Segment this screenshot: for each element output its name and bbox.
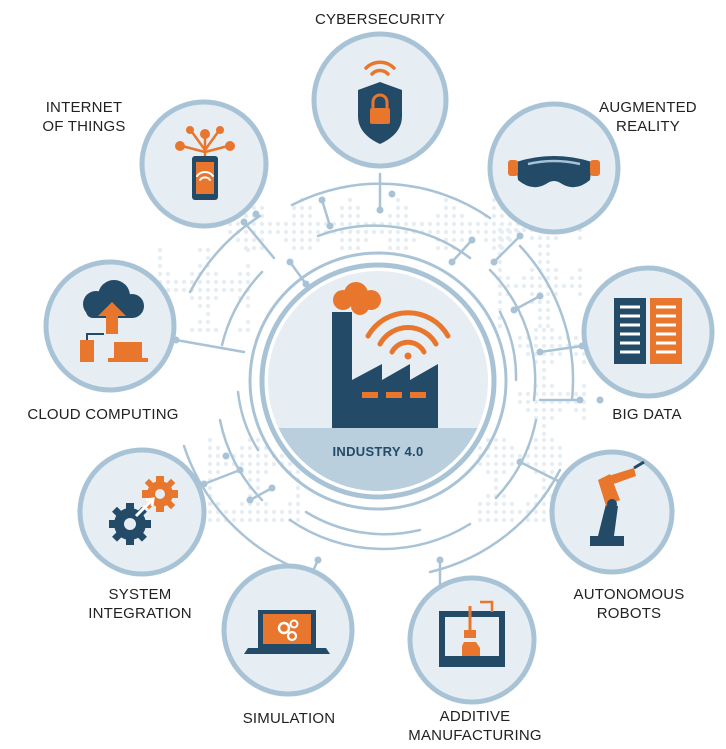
robot-arm-icon — [590, 460, 645, 546]
node-label-big-data: BIG DATA — [612, 406, 681, 423]
node-autonomous-robots: AUTONOMOUS ROBOTS — [549, 449, 685, 622]
node-augmented-reality: AUGMENTED REALITY — [487, 99, 697, 235]
node-label-augmented-reality-1: AUGMENTED — [599, 99, 697, 116]
factory-icon — [332, 282, 451, 428]
node-label-autonomous-robots-2: ROBOTS — [597, 605, 662, 622]
node-label-additive-manufacturing-1: ADDITIVE — [440, 708, 511, 725]
laptop-gears-icon — [244, 610, 330, 654]
circuit-lines — [174, 172, 584, 620]
node-cloud-computing: CLOUD COMPUTING — [27, 259, 178, 423]
node-label-simulation: SIMULATION — [243, 710, 336, 727]
node-cybersecurity: CYBERSECURITY — [311, 11, 449, 169]
node-simulation: SIMULATION — [221, 563, 355, 727]
node-label-internet-of-things-1: INTERNET — [46, 99, 123, 116]
industry-4-hub: INDUSTRY 4.0 — [259, 262, 497, 500]
node-label-internet-of-things-2: OF THINGS — [42, 118, 125, 135]
node-label-additive-manufacturing-2: MANUFACTURING — [408, 727, 541, 744]
cloud-upload-icon — [80, 280, 148, 362]
node-label-cybersecurity: CYBERSECURITY — [315, 11, 445, 28]
vr-headset-icon — [508, 156, 600, 188]
node-big-data: BIG DATA — [581, 265, 715, 423]
node-label-autonomous-robots-1: AUTONOMOUS — [574, 586, 685, 603]
gears-icon — [109, 476, 178, 545]
server-rack-icon — [614, 298, 682, 364]
node-label-augmented-reality-2: REALITY — [616, 118, 680, 135]
node-label-system-integration-2: INTEGRATION — [88, 605, 192, 622]
node-internet-of-things: INTERNET OF THINGS — [42, 99, 269, 229]
3d-printer-icon — [439, 600, 505, 667]
node-system-integration: SYSTEM INTEGRATION — [77, 447, 207, 622]
phone-network-icon — [175, 126, 235, 200]
outer-nodes: CYBERSECURITY AUGMENTED REALITY — [27, 11, 715, 744]
node-label-cloud-computing: CLOUD COMPUTING — [27, 406, 178, 423]
node-label-system-integration-1: SYSTEM — [109, 586, 172, 603]
node-additive-manufacturing: ADDITIVE MANUFACTURING — [407, 575, 542, 744]
shield-lock-icon — [358, 60, 402, 144]
hub-label: INDUSTRY 4.0 — [332, 444, 423, 459]
